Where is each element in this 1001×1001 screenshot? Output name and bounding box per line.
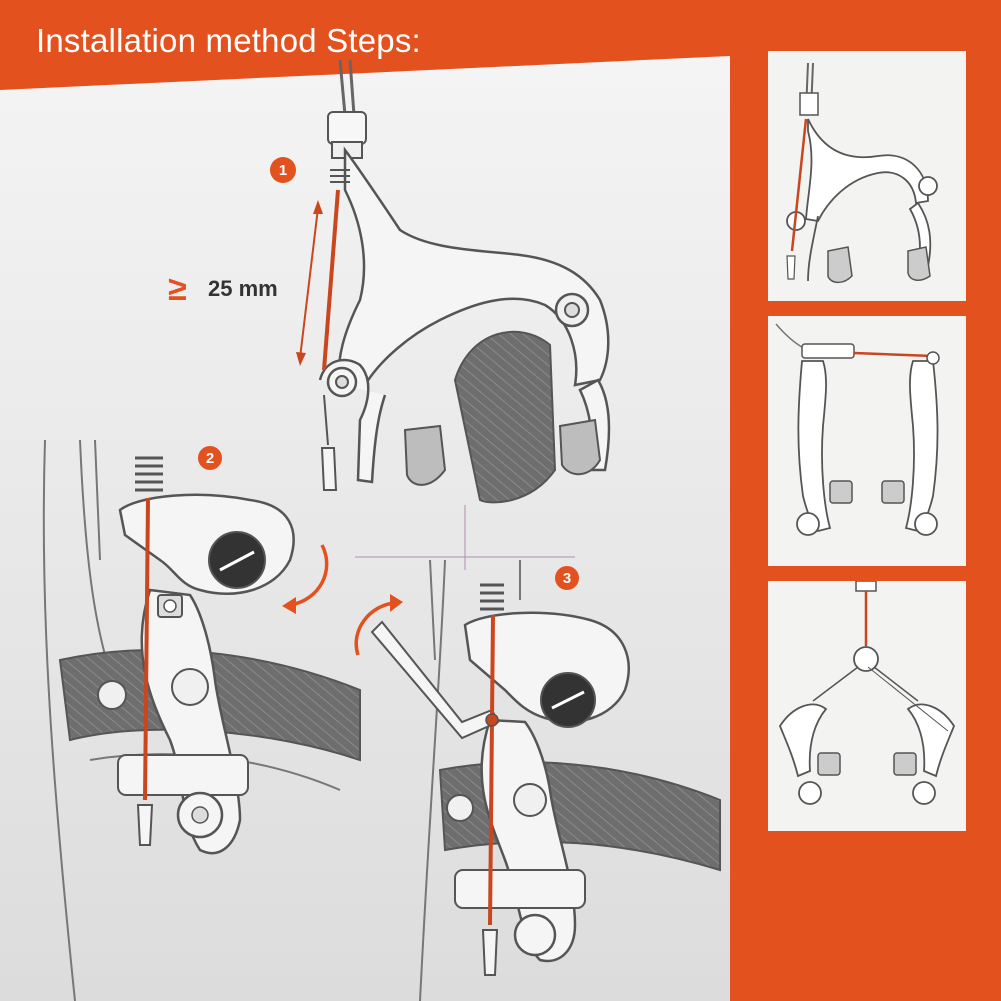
tire: [453, 330, 557, 504]
thumbnail-caliper-brake: [768, 51, 966, 301]
thumbnail-v-brake: [768, 316, 966, 566]
cantilever-brake-icon: [778, 581, 956, 805]
caliper-brake-icon: [786, 62, 938, 284]
thumbnail-cantilever-brake: [768, 581, 966, 831]
main-illustration-panel: 1 ≥ 25 mm: [0, 56, 730, 1001]
caliper-brake-illustration: [296, 59, 611, 504]
svg-text:3: 3: [563, 570, 571, 587]
rotation-arrow-icon: [289, 544, 329, 607]
svg-text:2: 2: [206, 450, 214, 467]
measurement-value: 25 mm: [208, 276, 278, 301]
brake-pad-right: [558, 418, 602, 476]
rotation-arrow-icon: [354, 601, 396, 656]
page-title: Installation method Steps:: [36, 22, 421, 59]
step-3-badge: 3: [555, 566, 579, 590]
v-brake-icon: [775, 323, 940, 536]
brake-cable: [322, 189, 340, 371]
measurement-symbol: ≥: [168, 270, 187, 308]
step-2-illustration: [42, 439, 361, 1001]
brake-pad-left: [403, 424, 447, 486]
step-3-cable: [488, 614, 495, 926]
step-2-cable: [143, 497, 150, 801]
step-3-illustration: [354, 559, 721, 1001]
measurement-arrow: [296, 200, 323, 366]
svg-text:1: 1: [279, 162, 287, 179]
step-1-badge: 1: [270, 157, 296, 183]
step-2-badge: 2: [198, 446, 222, 470]
